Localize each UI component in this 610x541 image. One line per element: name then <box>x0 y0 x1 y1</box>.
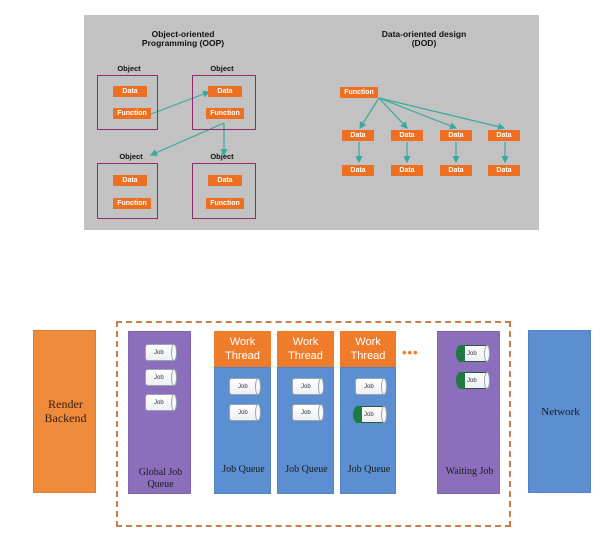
waiting-job-label: Waiting Job <box>445 466 494 477</box>
object-label: Object <box>117 64 141 73</box>
data-pill: Data <box>342 130 374 141</box>
oop-title: Object-oriented Programming (OOP) <box>141 29 225 48</box>
job-queue-column: Job Job Job Queue <box>340 367 396 494</box>
data-pill: Data <box>113 86 147 97</box>
arrow-function-to-object-bl <box>149 122 225 156</box>
job-queue-label: Job Queue <box>222 464 265 475</box>
object-label: Object <box>210 64 234 73</box>
function-pill: Function <box>206 108 244 119</box>
data-pill: Data <box>391 130 423 141</box>
object-box <box>192 163 256 219</box>
work-thread-header: Work Thread <box>340 331 396 367</box>
data-pill: Data <box>208 175 242 186</box>
global-job-queue-column: Job Job Job Global Job Queue <box>128 331 191 494</box>
function-pill: Function <box>113 108 151 119</box>
job-item: Job <box>145 369 177 386</box>
data-pill: Data <box>391 165 423 176</box>
more-threads-ellipsis: ••• <box>402 345 419 360</box>
data-pill: Data <box>440 165 472 176</box>
job-item: Job <box>229 404 261 421</box>
job-item: Job <box>229 378 261 395</box>
job-item-waiting: Job <box>456 345 490 362</box>
job-item: Job <box>145 394 177 411</box>
job-item-waiting: Job <box>456 372 490 389</box>
data-pill: Data <box>342 165 374 176</box>
worker-system-container <box>116 321 511 527</box>
job-queue-label: Job Queue <box>285 464 328 475</box>
network-box: Network <box>528 330 591 493</box>
network-label: Network <box>541 406 580 418</box>
job-item: Job <box>292 378 324 395</box>
work-thread-header: Work Thread <box>214 331 271 367</box>
function-pill: Function <box>206 198 244 209</box>
job-queue-label: Job Queue <box>347 464 391 475</box>
object-label: Object <box>210 152 234 161</box>
object-box <box>97 163 158 219</box>
data-pill: Data <box>488 130 520 141</box>
data-pill: Data <box>113 175 147 186</box>
connector-arrows <box>149 90 509 164</box>
job-queue-column: Job Job Job Queue <box>277 367 334 494</box>
waiting-job-column: Job Job Waiting Job <box>437 331 500 494</box>
object-box <box>192 75 256 130</box>
job-item: Job <box>292 404 324 421</box>
oop-vs-dod-panel: Object-oriented Programming (OOP) Data-o… <box>84 15 539 230</box>
data-pill: Data <box>488 165 520 176</box>
arrow-function-to-data <box>150 90 211 115</box>
global-job-queue-label: Global Job Queue <box>138 467 183 490</box>
job-queue-column: Job Job Job Queue <box>214 367 271 494</box>
dod-title: Data-oriented design (DOD) <box>381 29 467 48</box>
data-pill: Data <box>440 130 472 141</box>
work-thread-header: Work Thread <box>277 331 334 367</box>
object-box <box>97 75 158 130</box>
data-pill: Data <box>208 86 242 97</box>
job-item-running: Job <box>353 406 387 423</box>
job-item: Job <box>355 378 387 395</box>
function-pill: Function <box>113 198 151 209</box>
function-pill: Function <box>340 87 378 98</box>
object-label: Object <box>119 152 143 161</box>
job-item: Job <box>145 344 177 361</box>
render-backend-box: Render Backend <box>33 330 96 493</box>
render-backend-label: Render Backend <box>44 397 87 425</box>
